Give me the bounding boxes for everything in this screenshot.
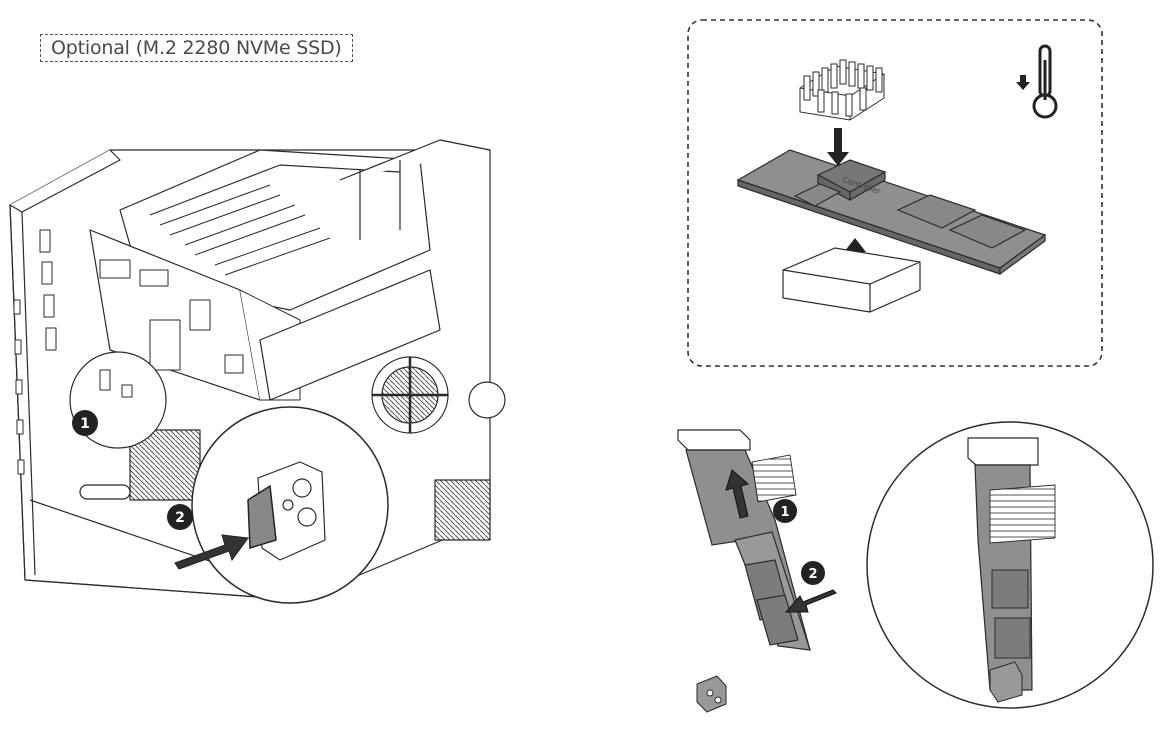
assembled-card-zoom-callout [866, 421, 1154, 709]
svg-text:2: 2 [175, 510, 185, 526]
heatsink-icon [799, 59, 885, 121]
chassis-arrows [174, 534, 249, 570]
svg-text:1: 1 [780, 505, 789, 520]
svg-text:1: 1 [80, 416, 90, 432]
svg-text:2: 2 [808, 567, 817, 582]
adapter-card [677, 429, 811, 651]
heatsink-down-arrow [827, 128, 849, 166]
card-step-1-badge: 1 [773, 499, 797, 523]
ssd-board: Controller [736, 149, 1047, 276]
thermometer-cooling-icon [1016, 44, 1058, 119]
card-arrows [725, 469, 837, 613]
latch-zoom-callout [191, 406, 389, 604]
screw-part-icon [696, 675, 727, 713]
optional-ssd-label: Optional (M.2 2280 NVMe SSD) [40, 34, 353, 62]
chassis-step-2-badge: 2 [167, 504, 193, 530]
chassis-step-1-badge: 1 [72, 410, 98, 436]
thermal-panel-frame [687, 19, 1103, 367]
card-step-2-badge: 2 [801, 561, 825, 585]
thermal-pad-icon [782, 247, 921, 313]
